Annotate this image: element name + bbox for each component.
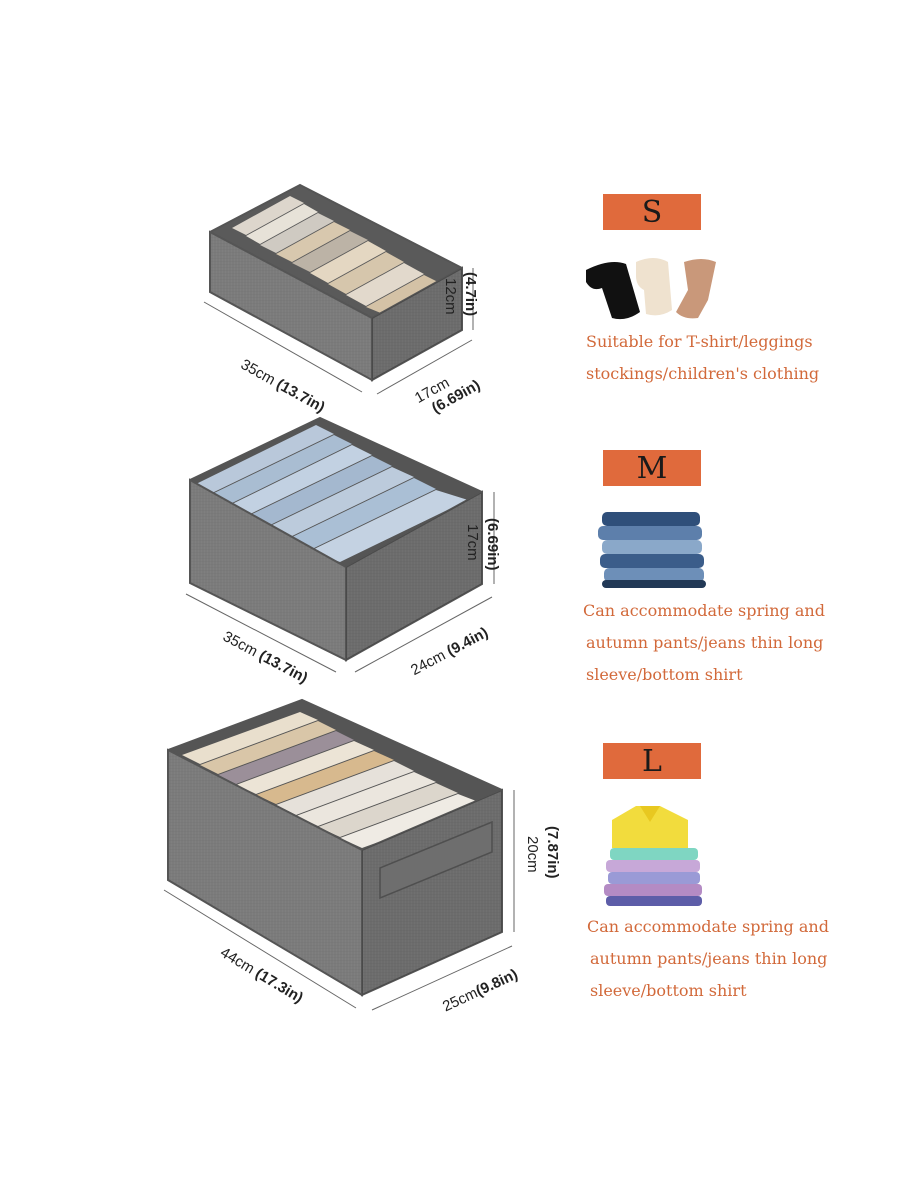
size-badge-l: L [603,743,701,779]
description-line: Can accommodate spring and [583,601,825,620]
organizer-m-folded-jeans [196,425,468,562]
description-l: Can accommodate spring and autumn pants/… [587,911,829,1007]
organizer-s-image [203,183,474,395]
size-badge-s: S [603,194,701,230]
organizer-s-folded-clothes [232,196,446,316]
size-label: L [642,743,662,779]
organizer-m-image [185,416,495,673]
size-label: S [641,194,663,230]
description-line: Can accommodate spring and [587,917,829,936]
size-badge-m: M [603,450,701,486]
description-s: Suitable for T-shirt/leggings stockings/… [586,326,819,390]
description-line: stockings/children's clothing [586,364,820,383]
dimension-height-s: (4.7in)12cm [442,272,479,317]
organizer-l-folded-shirts [182,712,484,848]
description-line: sleeve/bottom shirt [586,665,743,684]
description-line: sleeve/bottom shirt [590,981,747,1000]
organizer-l-image [163,698,515,1011]
organizer-l-side-pocket [379,820,493,900]
description-m: Can accommodate spring and autumn pants/… [583,595,825,691]
description-line: autumn pants/jeans thin long [590,949,828,968]
dimension-height-l: (7.87in)20cm [524,826,561,879]
size-label: M [636,450,668,486]
folded-jeans-icon [598,512,706,588]
leggings-stockings-icon [586,258,716,320]
folded-polo-shirts-icon [604,806,702,906]
description-line: Suitable for T-shirt/leggings [586,332,813,351]
dimension-height-m: (6.69in)17cm [464,518,501,571]
description-line: autumn pants/jeans thin long [586,633,824,652]
